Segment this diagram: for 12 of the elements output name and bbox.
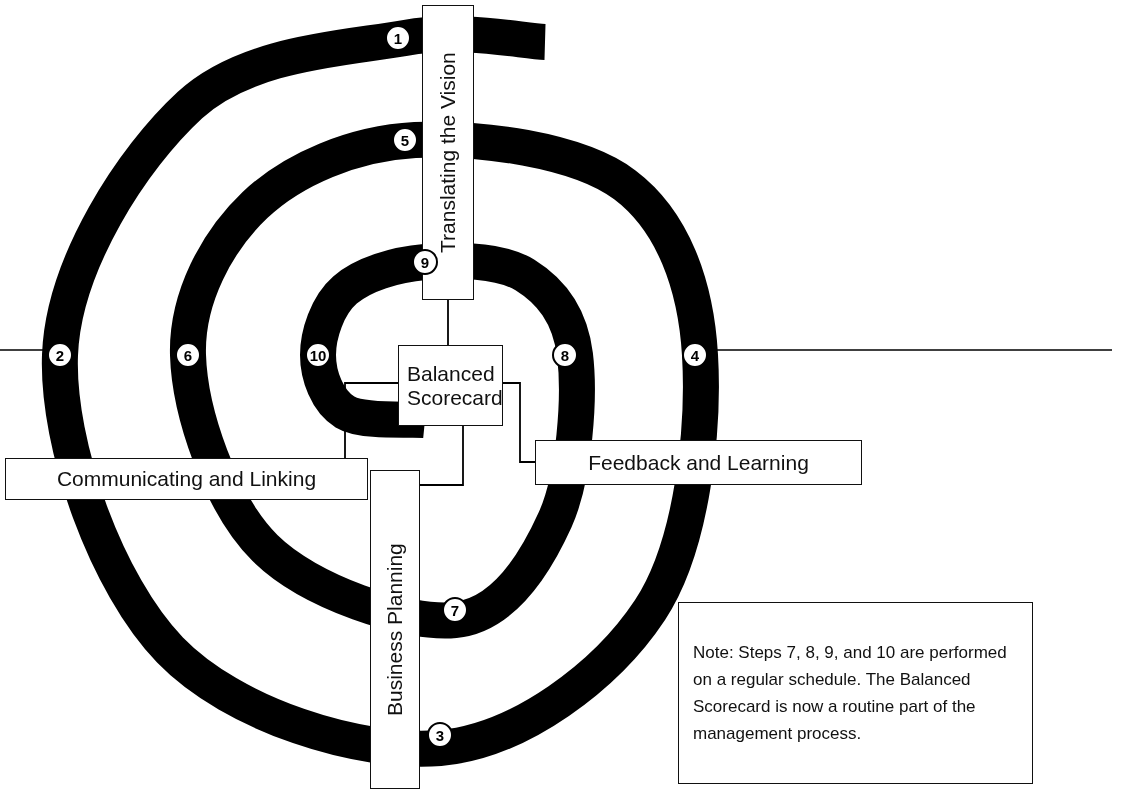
note-box: Note: Steps 7, 8, 9, and 10 are performed on a regular schedule. The Balanced Scorecard is now a routine part of the management process. xyxy=(678,602,1033,784)
connector-line xyxy=(447,299,449,346)
callout-number: 8 xyxy=(552,342,578,368)
stage-label-box: Business Planning xyxy=(370,470,420,789)
center-box: Balanced Scorecard xyxy=(398,345,503,426)
connector-line xyxy=(502,382,536,463)
callout-number: 3 xyxy=(427,722,453,748)
connector-line xyxy=(419,425,464,486)
callout-number: 7 xyxy=(442,597,468,623)
stage-label-box: Feedback and Learning xyxy=(535,440,862,485)
stage-label-box: Communicating and Linking xyxy=(5,458,368,500)
connector-line xyxy=(344,382,399,459)
